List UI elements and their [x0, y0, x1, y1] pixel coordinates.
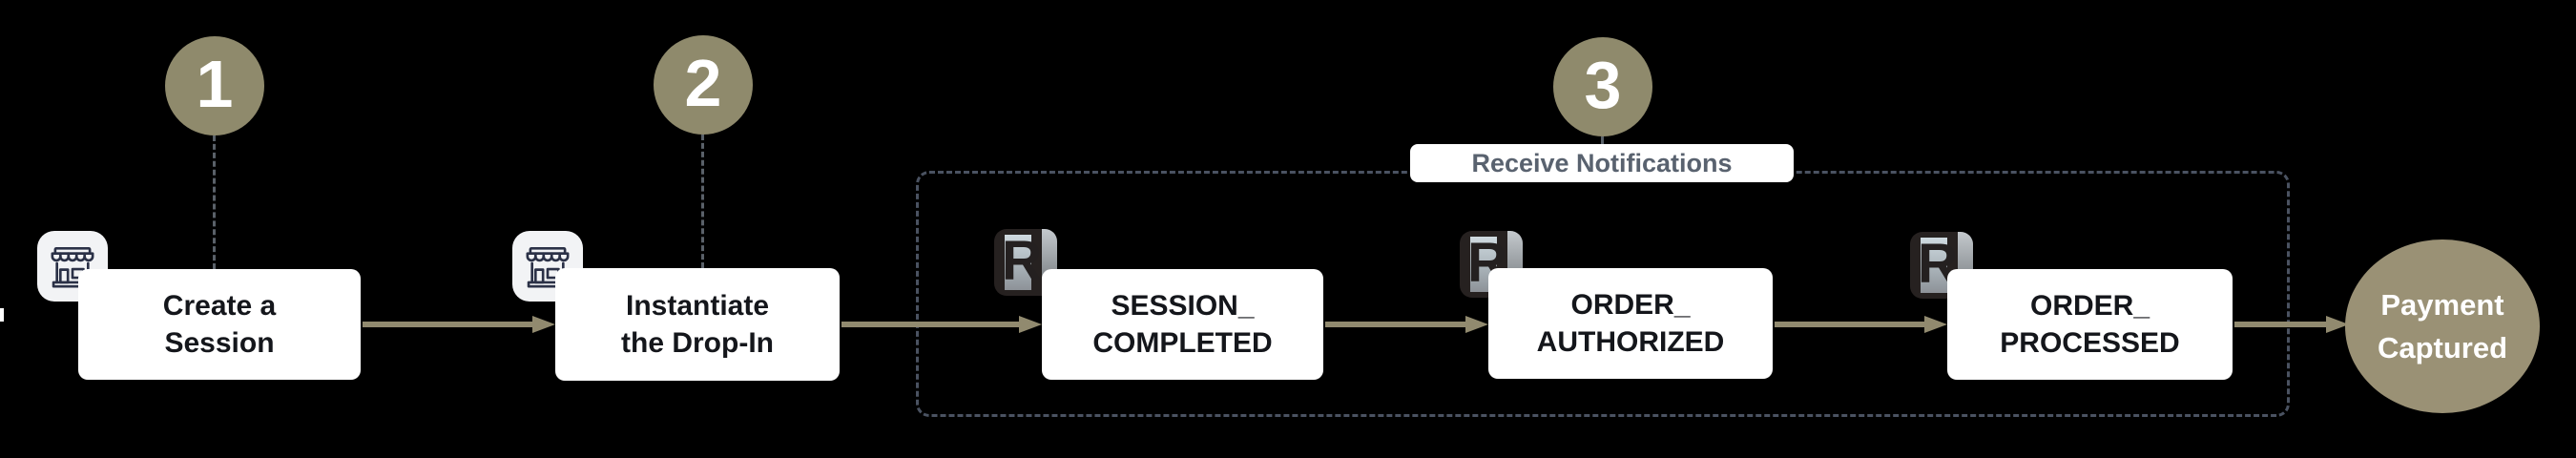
- node-session-completed: SESSION_ COMPLETED: [1042, 269, 1323, 380]
- rebilly-logo-icon: R: [994, 229, 1057, 296]
- node-session-completed-line2: COMPLETED: [1092, 327, 1273, 359]
- step-3-connector: [1601, 136, 1604, 145]
- node-order-processed: ORDER_ PROCESSED: [1947, 269, 2233, 380]
- node-order-processed-line2: PROCESSED: [2000, 327, 2180, 359]
- node-order-authorized: ORDER_ AUTHORIZED: [1488, 268, 1773, 379]
- node-order-authorized-line1: ORDER_: [1570, 289, 1691, 321]
- step-1-connector: [213, 135, 216, 269]
- node-order-processed-line1: ORDER_: [2029, 290, 2150, 322]
- step-1-number: 1: [196, 47, 234, 121]
- arrow-completed-to-authorized: [1325, 316, 1488, 333]
- step-2-number: 2: [684, 46, 722, 120]
- arrow-authorized-to-processed: [1775, 316, 1947, 333]
- node-session-completed-line1: SESSION_: [1111, 290, 1255, 322]
- logo-letter: R: [1002, 230, 1042, 292]
- notifications-group-label: Receive Notifications: [1410, 144, 1794, 182]
- node-instantiate-dropin: Instantiate the Drop-In: [555, 268, 840, 381]
- arrow-session-to-dropin: [363, 316, 555, 333]
- step-1-badge: 1: [165, 36, 264, 135]
- step-3-number: 3: [1584, 48, 1622, 122]
- node-instantiate-dropin-line1: Instantiate: [625, 290, 770, 322]
- step-2-badge: 2: [654, 35, 753, 135]
- payment-captured-circle: Payment Captured: [2345, 239, 2540, 413]
- node-order-authorized-line2: AUTHORIZED: [1536, 326, 1725, 358]
- payment-captured-line2: Captured: [2377, 331, 2508, 364]
- logo-highlight-panel: [1005, 235, 1031, 290]
- node-instantiate-dropin-line2: the Drop-In: [621, 327, 774, 359]
- node-create-session: Create a Session: [78, 269, 361, 380]
- logo-highlight-panel: [1921, 238, 1947, 293]
- notifications-group-label-text: Receive Notifications: [1471, 148, 1733, 177]
- payment-captured-line1: Payment: [2380, 288, 2504, 322]
- step-3-badge: 3: [1553, 37, 1652, 136]
- step-2-connector: [701, 135, 704, 268]
- arrow-dropin-to-session-completed: [841, 316, 1042, 333]
- node-create-session-line2: Session: [164, 327, 275, 359]
- left-edge-artifact: [0, 308, 4, 322]
- arrow-processed-to-payment: [2234, 316, 2349, 333]
- node-create-session-line1: Create a: [162, 290, 277, 322]
